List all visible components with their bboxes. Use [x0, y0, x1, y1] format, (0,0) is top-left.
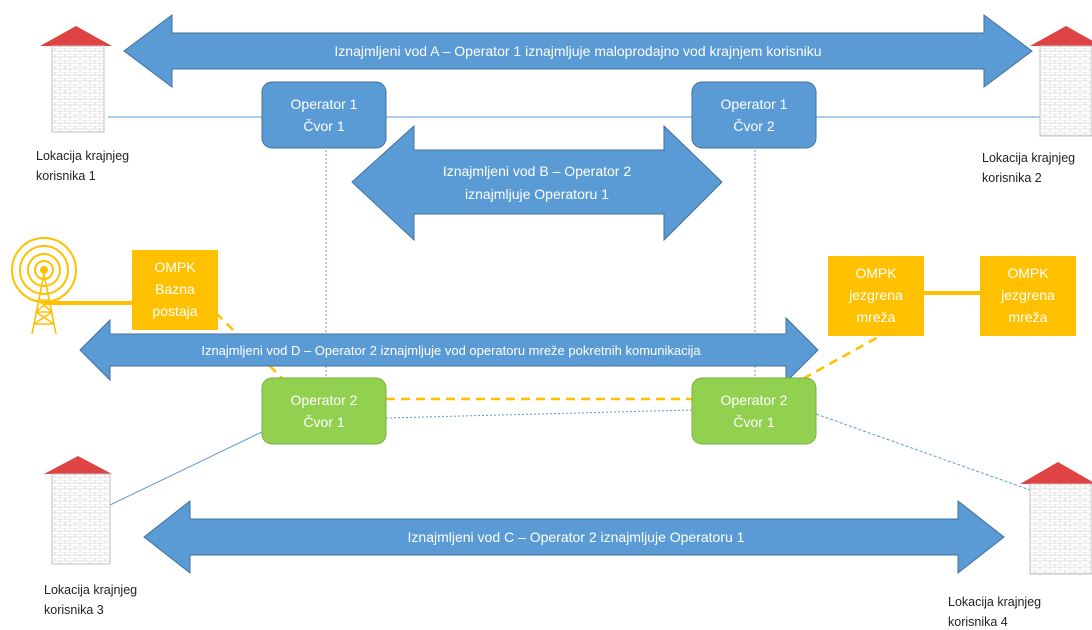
node-ompk-core-1-line1: OMPK [855, 265, 897, 281]
node-operator1-cvor2-line1: Operator 1 [721, 96, 788, 112]
arrow-c-shape [143, 499, 1005, 575]
node-operator1-cvor2-box [691, 81, 817, 149]
arrow-d: Iznajmljeni vod D – Operator 2 iznajmlju… [79, 316, 819, 384]
node-ompk-base-station-line3: postaja [152, 303, 197, 319]
node-ompk-core-2-line1: OMPK [1007, 265, 1049, 281]
node-operator2-cvor1-right: Operator 2 Čvor 1 [691, 377, 817, 445]
location-3-line2: korisnika 3 [44, 603, 104, 617]
node-operator1-cvor1-line2: Čvor 1 [303, 118, 344, 134]
building-icon-loc4 [1020, 462, 1092, 575]
location-4-line2: korisnika 4 [948, 615, 1008, 629]
node-operator2-cvor1-left: Operator 2 Čvor 1 [261, 377, 387, 445]
location-2-line2: korisnika 2 [982, 171, 1042, 185]
location-label-2: Lokacija krajnjeg korisnika 2 [982, 151, 1075, 185]
arrow-b: Iznajmljeni vod B – Operator 2 iznajmlju… [351, 124, 723, 242]
node-ompk-base-station-box [132, 250, 218, 330]
node-operator2-cvor1-right-box [691, 377, 817, 445]
location-2-line1: Lokacija krajnjeg [982, 151, 1075, 165]
connector-lines [108, 116, 1042, 506]
node-ompk-core-1-box [828, 256, 924, 336]
arrow-a: Iznajmljeni vod A – Operator 1 iznajmlju… [123, 14, 1033, 88]
location-label-3: Lokacija krajnjeg korisnika 3 [44, 583, 137, 617]
node-operator2-cvor1-left-box [261, 377, 387, 445]
building-icon-loc2 [1030, 26, 1092, 137]
node-ompk-base-station: OMPK Bazna postaja [132, 250, 218, 330]
node-operator2-cvor1-left-line2: Čvor 1 [303, 414, 344, 430]
node-operator2-cvor1-left-line1: Operator 2 [291, 392, 358, 408]
node-ompk-core-2-line2: jezgrena [1000, 287, 1055, 303]
building-icon-loc1 [40, 26, 112, 133]
connector-op2right-loc4 [815, 413, 1031, 491]
connector-loc3-op2left [109, 431, 263, 506]
location-3-line1: Lokacija krajnjeg [44, 583, 137, 597]
location-1-line1: Lokacija krajnjeg [36, 149, 129, 163]
node-operator2-cvor1-right-line1: Operator 2 [721, 392, 788, 408]
building-icon-loc3 [44, 456, 112, 565]
node-operator1-cvor1-line1: Operator 1 [291, 96, 358, 112]
connector-op2-left-right [385, 409, 693, 419]
node-ompk-base-station-line1: OMPK [154, 259, 196, 275]
node-operator2-cvor1-right-line2: Čvor 1 [733, 414, 774, 430]
arrow-d-label: Iznajmljeni vod D – Operator 2 iznajmlju… [201, 343, 701, 358]
node-operator1-cvor2-line2: Čvor 2 [733, 118, 774, 134]
location-1-line2: korisnika 1 [36, 169, 96, 183]
node-ompk-core-2: OMPK jezgrena mreža [980, 256, 1076, 336]
node-operator1-cvor1-box [261, 81, 387, 149]
arrow-b-label-line1: Iznajmljeni vod B – Operator 2 [443, 163, 632, 179]
node-ompk-core-2-line3: mreža [1009, 309, 1048, 325]
arrow-d-shape [79, 316, 819, 384]
arrow-b-label-line2: iznajmljuje Operatoru 1 [465, 186, 609, 202]
arrow-a-shape [123, 14, 1033, 88]
node-ompk-core-1-line2: jezgrena [848, 287, 903, 303]
arrow-c-label: Iznajmljeni vod C – Operator 2 iznajmlju… [408, 529, 745, 545]
location-label-4: Lokacija krajnjeg korisnika 4 [948, 595, 1041, 629]
node-operator1-cvor1: Operator 1 Čvor 1 [261, 81, 387, 149]
arrow-b-shape [351, 124, 723, 242]
location-label-1: Lokacija krajnjeg korisnika 1 [36, 149, 129, 183]
node-ompk-core-2-box [980, 256, 1076, 336]
node-operator1-cvor2: Operator 1 Čvor 2 [691, 81, 817, 149]
arrow-a-label: Iznajmljeni vod A – Operator 1 iznajmlju… [334, 43, 821, 59]
antenna-tower-icon [11, 237, 77, 335]
arrow-c: Iznajmljeni vod C – Operator 2 iznajmlju… [143, 499, 1005, 575]
node-ompk-core-1: OMPK jezgrena mreža [828, 256, 924, 336]
location-4-line1: Lokacija krajnjeg [948, 595, 1041, 609]
node-ompk-base-station-line2: Bazna [155, 281, 195, 297]
node-ompk-core-1-line3: mreža [857, 309, 896, 325]
